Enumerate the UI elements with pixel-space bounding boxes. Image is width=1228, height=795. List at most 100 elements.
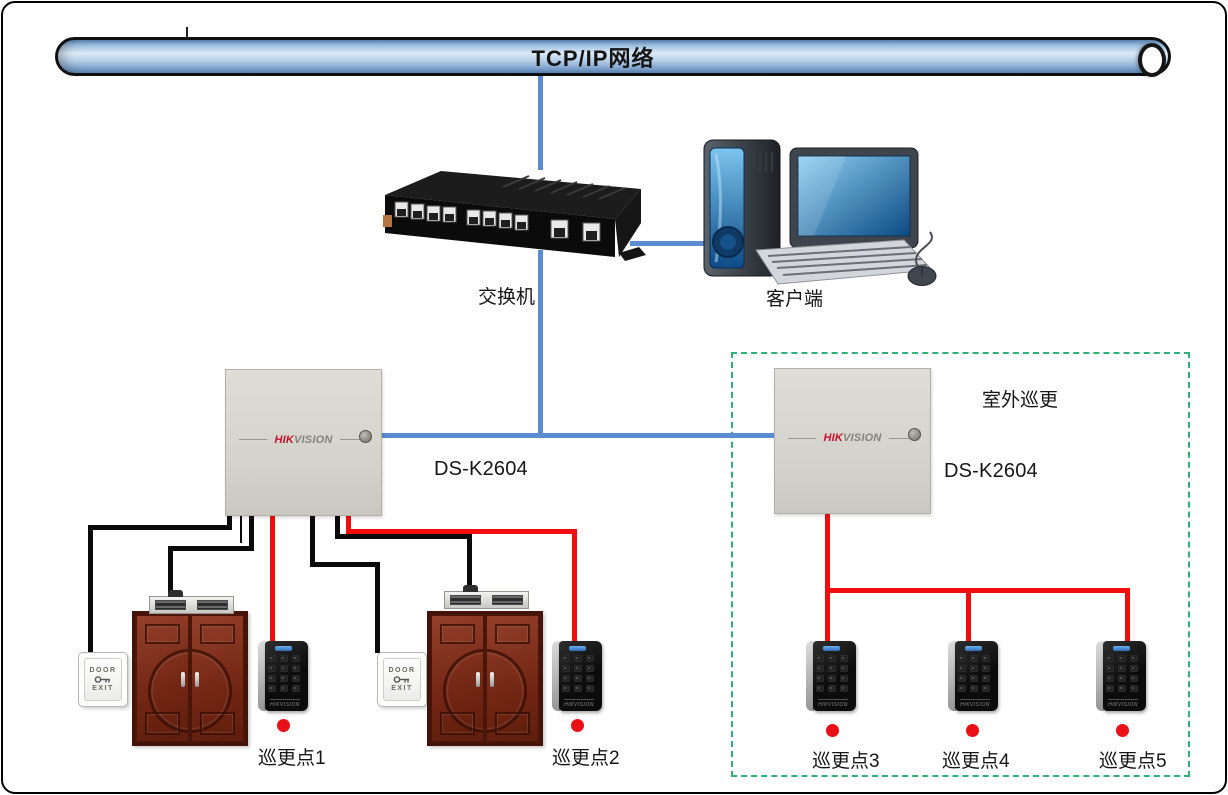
- wire-maglock1-drop: [168, 546, 173, 598]
- card-reader-5: HIKVISION: [1096, 641, 1146, 711]
- panel-lock-knob: [908, 428, 921, 442]
- reader-key: [292, 655, 300, 662]
- reader-key: [816, 685, 824, 692]
- reader-key: [1130, 655, 1138, 662]
- wire-outdoor-panel-drop: [825, 512, 830, 641]
- reader-key: [982, 665, 990, 672]
- reader-key: [828, 685, 836, 692]
- outdoor-patrol-zone: [731, 352, 1190, 777]
- reader-key: [958, 685, 966, 692]
- door-handle: [490, 672, 494, 688]
- access-controller-right: HIKVISION: [774, 368, 931, 514]
- reader-key: [958, 665, 966, 672]
- reader-led: [275, 646, 292, 651]
- reader-key: [840, 655, 848, 662]
- patrol-label-5: 巡更点5: [1099, 751, 1167, 772]
- reader-brand: HIKVISION: [818, 702, 848, 708]
- reader-key: [562, 665, 570, 672]
- key-icon: [94, 676, 110, 683]
- brand-text: HIKVISION: [274, 433, 333, 446]
- reader-key: [562, 675, 570, 682]
- wire-reader1-drop: [270, 515, 275, 641]
- wire-reader4-drop: [966, 588, 971, 641]
- door-1: [132, 611, 248, 746]
- wire-controllers-bus: [380, 433, 777, 438]
- exit-exit-text: EXIT: [391, 685, 413, 692]
- controller-right-model: DS-K2604: [944, 460, 1038, 482]
- switch-graphic: [383, 171, 646, 261]
- wire-exit1-drop: [88, 525, 93, 653]
- reader-key: [280, 675, 288, 682]
- wire-reader2-drop: [572, 529, 577, 641]
- reader-key: [280, 665, 288, 672]
- reader-key: [816, 675, 824, 682]
- reader-key: [828, 655, 836, 662]
- reader-key: [268, 675, 276, 682]
- logo-line-right: [339, 439, 368, 441]
- reader-key: [574, 655, 582, 662]
- patrol-dot-2: [571, 719, 584, 732]
- reader-key: [840, 675, 848, 682]
- maglock-1: [149, 590, 234, 614]
- backbone-label: TCP/IP网络: [531, 45, 655, 71]
- reader-key: [574, 675, 582, 682]
- reader-key: [1106, 685, 1114, 692]
- wire-maglock2-horizontal: [335, 534, 472, 539]
- door-leaf: [432, 616, 483, 741]
- reader-key: [1118, 665, 1126, 672]
- switch-ports: [394, 201, 601, 242]
- card-reader-1: HIKVISION: [258, 641, 308, 711]
- patrol-dot-5: [1116, 724, 1129, 737]
- reader-key: [982, 685, 990, 692]
- patrol-label-2: 巡更点2: [552, 748, 620, 769]
- switch-power-port: [383, 215, 392, 227]
- wire-exit2-horizontal: [310, 562, 380, 567]
- patrol-label-4: 巡更点4: [942, 751, 1010, 772]
- reader-key: [828, 675, 836, 682]
- wire-switch-down: [538, 250, 543, 437]
- door-2: [427, 611, 543, 746]
- exit-button-2: DOOR EXIT: [377, 652, 427, 707]
- reader-keypad: [1103, 655, 1141, 692]
- wire-maglock2-drop: [467, 534, 472, 593]
- wire-exit1-stub: [227, 515, 232, 530]
- reader-key: [1130, 685, 1138, 692]
- reader-key: [958, 675, 966, 682]
- outdoor-zone-label: 室外巡更: [982, 390, 1059, 411]
- reader-key: [840, 685, 848, 692]
- reader-key: [280, 685, 288, 692]
- patrol-dot-1: [277, 719, 290, 732]
- wire-maglock2-stub: [335, 515, 340, 539]
- access-controller-left: HIKVISION: [225, 369, 382, 516]
- door-handle: [195, 672, 199, 688]
- wire-reader2-stub: [346, 515, 351, 534]
- reader-key: [1106, 675, 1114, 682]
- reader-key: [1130, 665, 1138, 672]
- hikvision-logo: HIKVISION: [226, 434, 381, 446]
- reader-key: [970, 675, 978, 682]
- reader-key: [1106, 665, 1114, 672]
- exit-door-text: DOOR: [388, 667, 416, 674]
- reader-keypad: [559, 655, 597, 692]
- reader-key: [1118, 685, 1126, 692]
- reader-led: [823, 646, 840, 651]
- key-icon: [393, 676, 409, 683]
- reader-led: [1113, 646, 1130, 651]
- door-handle: [181, 672, 185, 688]
- brand-text: HIKVISION: [823, 432, 882, 445]
- reader-key: [562, 655, 570, 662]
- wire-exit2-drop: [375, 562, 380, 653]
- reader-key: [816, 655, 824, 662]
- reader-key: [268, 655, 276, 662]
- reader-key: [970, 655, 978, 662]
- wire-reader5-drop: [1125, 588, 1130, 641]
- patrol-dot-3: [826, 724, 839, 737]
- client-label: 客户端: [766, 289, 824, 310]
- wire-outdoor-bus: [825, 588, 1130, 593]
- reader-key: [268, 665, 276, 672]
- reader-key: [292, 665, 300, 672]
- reader-brand: HIKVISION: [1108, 702, 1138, 708]
- artifact-tick: [186, 27, 188, 37]
- reader-key: [840, 665, 848, 672]
- wire-backbone-to-switch: [538, 75, 543, 170]
